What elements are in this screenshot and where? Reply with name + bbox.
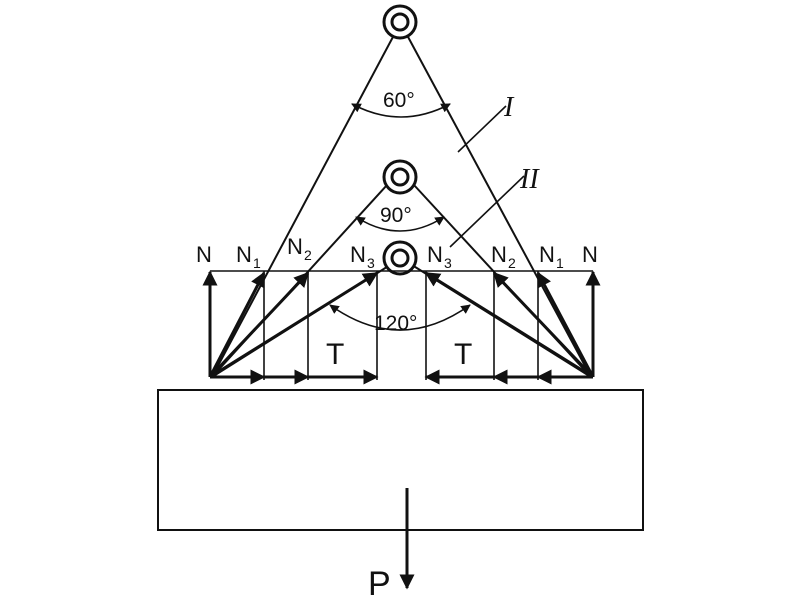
label-n3-left: N 3	[350, 242, 375, 271]
svg-text:N: N	[491, 242, 507, 267]
force-vectors-right	[424, 270, 601, 385]
angle-arc-90	[355, 216, 445, 232]
hook-ring-middle	[382, 159, 418, 195]
label-n2-right: N 2	[491, 242, 516, 271]
label-t-right: T	[454, 338, 472, 371]
label-n-left: N	[196, 242, 212, 267]
svg-text:1: 1	[253, 255, 261, 271]
svg-text:3: 3	[367, 255, 375, 271]
sling-label-two: II	[519, 164, 540, 195]
sling-label-one: I	[503, 92, 515, 123]
label-n-right: N	[582, 242, 598, 267]
svg-text:2: 2	[508, 255, 516, 271]
svg-text:1: 1	[556, 255, 564, 271]
force-vectors-left	[202, 270, 379, 385]
label-n2-left: N 2	[287, 234, 312, 263]
angle-arc-60	[351, 103, 451, 118]
hook-ring-bottom	[382, 240, 418, 276]
projection-lines-right	[425, 271, 539, 380]
label-n1-left: N 1	[236, 242, 261, 271]
svg-text:N: N	[539, 242, 555, 267]
svg-text:N: N	[427, 242, 443, 267]
svg-text:2: 2	[304, 247, 312, 263]
svg-text:N: N	[350, 242, 366, 267]
hook-ring-top	[382, 4, 418, 40]
svg-text:3: 3	[444, 255, 452, 271]
sling-60	[211, 34, 592, 378]
angle-label-120: 120°	[374, 312, 417, 335]
label-n1-right: N 1	[539, 242, 564, 271]
leader-sling-one	[457, 105, 507, 153]
svg-text:N: N	[236, 242, 252, 267]
load-body	[157, 389, 644, 531]
label-t-left: T	[326, 338, 344, 371]
svg-text:N: N	[287, 234, 303, 259]
angle-arc-120	[329, 304, 471, 331]
weight-label: P	[368, 565, 391, 600]
label-n3-right: N 3	[427, 242, 452, 271]
angle-label-60: 60°	[383, 89, 415, 112]
leader-sling-two	[449, 175, 525, 248]
angle-label-90: 90°	[380, 204, 412, 227]
projection-lines-left	[263, 271, 378, 380]
